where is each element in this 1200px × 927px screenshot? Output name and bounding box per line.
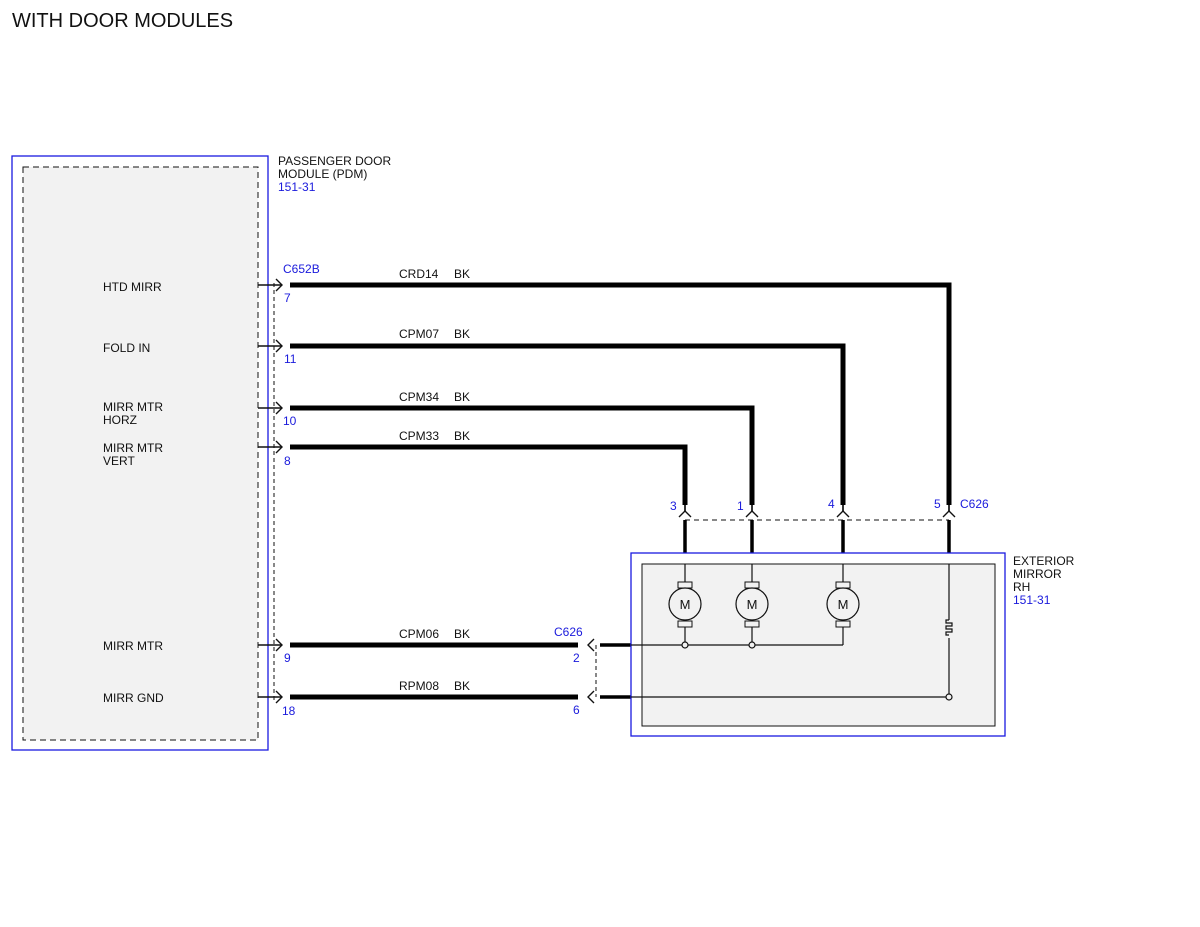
wire-color-cpm33: BK bbox=[454, 429, 470, 443]
motor-letter: M bbox=[838, 597, 849, 612]
mirror-ref: 151-31 bbox=[1013, 593, 1051, 607]
mirror-name-line2: MIRROR bbox=[1013, 567, 1062, 581]
wire-label-cpm33: CPM33 bbox=[399, 429, 439, 443]
wire-label-cpm06: CPM06 bbox=[399, 627, 439, 641]
wire-label-cpm07: CPM07 bbox=[399, 327, 439, 341]
pdm-name-line2: MODULE (PDM) bbox=[278, 167, 367, 181]
mirror-top-pin-5: 5 bbox=[934, 497, 941, 511]
motor-letter: M bbox=[680, 597, 691, 612]
wire-label-rpm08: RPM08 bbox=[399, 679, 439, 693]
wire-color-cpm07: BK bbox=[454, 327, 470, 341]
pdm-pin-number-10: 10 bbox=[283, 414, 297, 428]
mirror-top-pin-4: 4 bbox=[828, 497, 835, 511]
page-title: WITH DOOR MODULES bbox=[12, 10, 233, 32]
wires bbox=[290, 282, 952, 700]
wire-cpm34 bbox=[290, 405, 755, 505]
motor-icon: M bbox=[826, 581, 860, 628]
motor-letter: M bbox=[747, 597, 758, 612]
mirror-name-line1: EXTERIOR bbox=[1013, 554, 1075, 568]
junction-dots bbox=[681, 641, 953, 701]
mirror-internal-wiring bbox=[631, 564, 953, 698]
wire-color-cpm06: BK bbox=[454, 627, 470, 641]
wire-color-cpm34: BK bbox=[454, 390, 470, 404]
pin-label-fold-in: FOLD IN bbox=[103, 341, 150, 355]
mirror-side-connector: C626 2 6 bbox=[554, 625, 631, 717]
pin-label-mirr-mtr-vert-line1: MIRR MTR bbox=[103, 441, 163, 455]
pdm-name-line1: PASSENGER DOOR bbox=[278, 154, 391, 168]
pin-label-mirr-mtr-vert-line2: VERT bbox=[103, 454, 135, 468]
mirror-top-connector-label: C626 bbox=[960, 497, 989, 511]
mirror-side-connector-label: C626 bbox=[554, 625, 583, 639]
wire-cpm33 bbox=[290, 444, 688, 505]
mirror-top-pin-1: 1 bbox=[737, 499, 744, 513]
pin-label-mirr-mtr-horz-line2: HORZ bbox=[103, 413, 137, 427]
motor-icon: M bbox=[735, 581, 769, 628]
pin-label-htd-mirr: HTD MIRR bbox=[103, 280, 162, 294]
heater-element-icon bbox=[945, 619, 953, 636]
pdm-connector-label: C652B bbox=[283, 262, 320, 276]
mirror-top-pin-3: 3 bbox=[670, 499, 677, 513]
mirror-side-pin-2: 2 bbox=[573, 651, 580, 665]
wire-color-crd14: BK bbox=[454, 267, 470, 281]
wire-label-crd14: CRD14 bbox=[399, 267, 439, 281]
motor-icon: M bbox=[668, 581, 702, 628]
wire-color-rpm08: BK bbox=[454, 679, 470, 693]
pdm-pin-stubs bbox=[258, 278, 283, 704]
wire-cpm07 bbox=[290, 343, 846, 505]
mirror-name-line3: RH bbox=[1013, 580, 1030, 594]
pin-label-mirr-gnd: MIRR GND bbox=[103, 691, 164, 705]
mirror-top-connector: 3 1 4 5 C626 bbox=[670, 497, 989, 553]
pin-label-mirr-mtr-horz-line1: MIRR MTR bbox=[103, 400, 163, 414]
pdm-pin-number-9: 9 bbox=[284, 651, 291, 665]
pdm-pin-number-8: 8 bbox=[284, 454, 291, 468]
wire-label-cpm34: CPM34 bbox=[399, 390, 439, 404]
pdm-pin-number-11: 11 bbox=[284, 352, 297, 366]
pdm-pin-number-7: 7 bbox=[284, 291, 291, 305]
pin-label-mirr-mtr: MIRR MTR bbox=[103, 639, 163, 653]
pdm-ref: 151-31 bbox=[278, 180, 316, 194]
pdm-pin-number-18: 18 bbox=[282, 704, 296, 718]
pdm-module: PASSENGER DOOR MODULE (PDM) 151-31 C652B bbox=[11, 154, 391, 751]
wire-crd14 bbox=[290, 282, 952, 505]
mirror-side-pin-6: 6 bbox=[573, 703, 580, 717]
